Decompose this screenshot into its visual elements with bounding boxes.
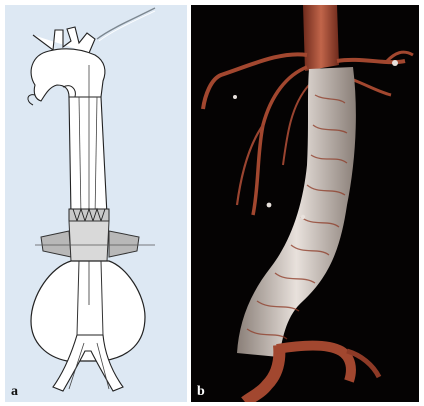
aorta-schematic-drawing (5, 5, 187, 402)
panel-a-schematic: a (5, 5, 187, 402)
panel-b-ct-rendering: b (191, 5, 419, 402)
panel-label-a: a (11, 385, 18, 399)
aorta-3d-rendering (191, 5, 419, 402)
panel-label-b: b (197, 385, 205, 399)
